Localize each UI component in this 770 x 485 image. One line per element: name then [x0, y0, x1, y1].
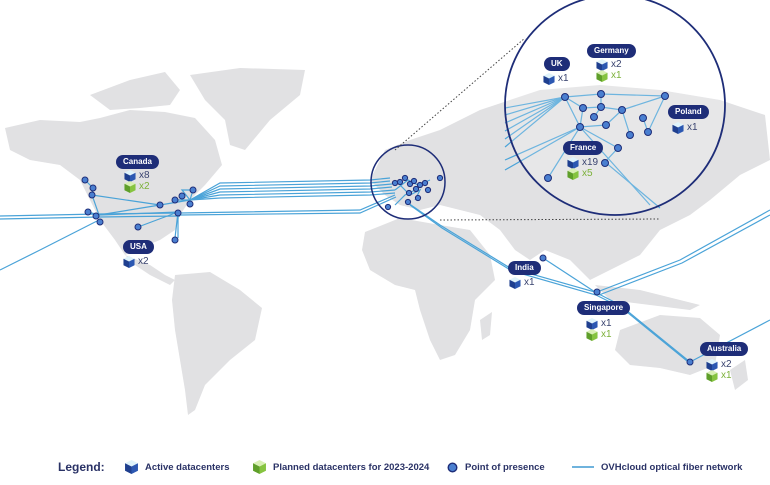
- active-datacenter-cube-icon: [543, 73, 555, 85]
- germany-active: x2: [596, 59, 622, 71]
- region-label-usa: USA: [123, 240, 154, 254]
- australia-active: x2: [706, 359, 732, 371]
- poland-active: x1: [672, 122, 698, 134]
- legend-item-planned: Planned datacenters for 2023-2024: [253, 460, 429, 474]
- canada-active: x8: [124, 170, 150, 182]
- legend-item-fiber: OVHcloud optical fiber network: [572, 462, 742, 473]
- planned-datacenter-cube-icon: [586, 329, 598, 341]
- legend-item-pop: Point of presence: [447, 462, 545, 473]
- germany-planned: x1: [596, 70, 622, 82]
- active-datacenter-cube-icon: [123, 256, 135, 268]
- points-of-presence: [81, 90, 694, 366]
- planned-datacenter-cube-icon: [706, 370, 718, 382]
- region-label-germany: Germany: [587, 44, 636, 58]
- legend-item-active: Active datacenters: [125, 460, 229, 474]
- uk-active: x1: [543, 73, 569, 85]
- region-label-australia: Australia: [700, 342, 749, 356]
- region-label-india: India: [508, 261, 541, 275]
- legend: Legend: Active datacenters Planned datac…: [0, 455, 770, 479]
- australia-planned: x1: [706, 370, 732, 382]
- region-label-uk: UK: [544, 57, 570, 71]
- active-datacenter-cube-icon: [509, 277, 521, 289]
- singapore-planned: x1: [586, 329, 612, 341]
- point-of-presence-icon: [447, 461, 458, 473]
- region-label-singapore: Singapore: [577, 301, 631, 315]
- legend-title: Legend:: [58, 460, 105, 474]
- planned-datacenter-cube-icon: [567, 168, 579, 180]
- planned-datacenter-cube-icon: [253, 460, 266, 474]
- canada-planned: x2: [124, 181, 150, 193]
- india-active: x1: [509, 277, 535, 289]
- fiber-line-icon: [572, 466, 594, 468]
- planned-datacenter-cube-icon: [124, 181, 136, 193]
- france-active: x19: [567, 157, 598, 169]
- france-planned: x5: [567, 168, 593, 180]
- usa-active: x2: [123, 256, 149, 268]
- planned-datacenter-cube-icon: [596, 70, 608, 82]
- region-label-canada: Canada: [116, 155, 159, 169]
- region-label-france: France: [563, 141, 604, 155]
- active-datacenter-cube-icon: [125, 460, 138, 474]
- active-datacenter-cube-icon: [672, 122, 684, 134]
- europe-zoom-callout: [370, 0, 726, 221]
- singapore-active: x1: [586, 318, 612, 330]
- region-label-poland: Poland: [668, 105, 709, 119]
